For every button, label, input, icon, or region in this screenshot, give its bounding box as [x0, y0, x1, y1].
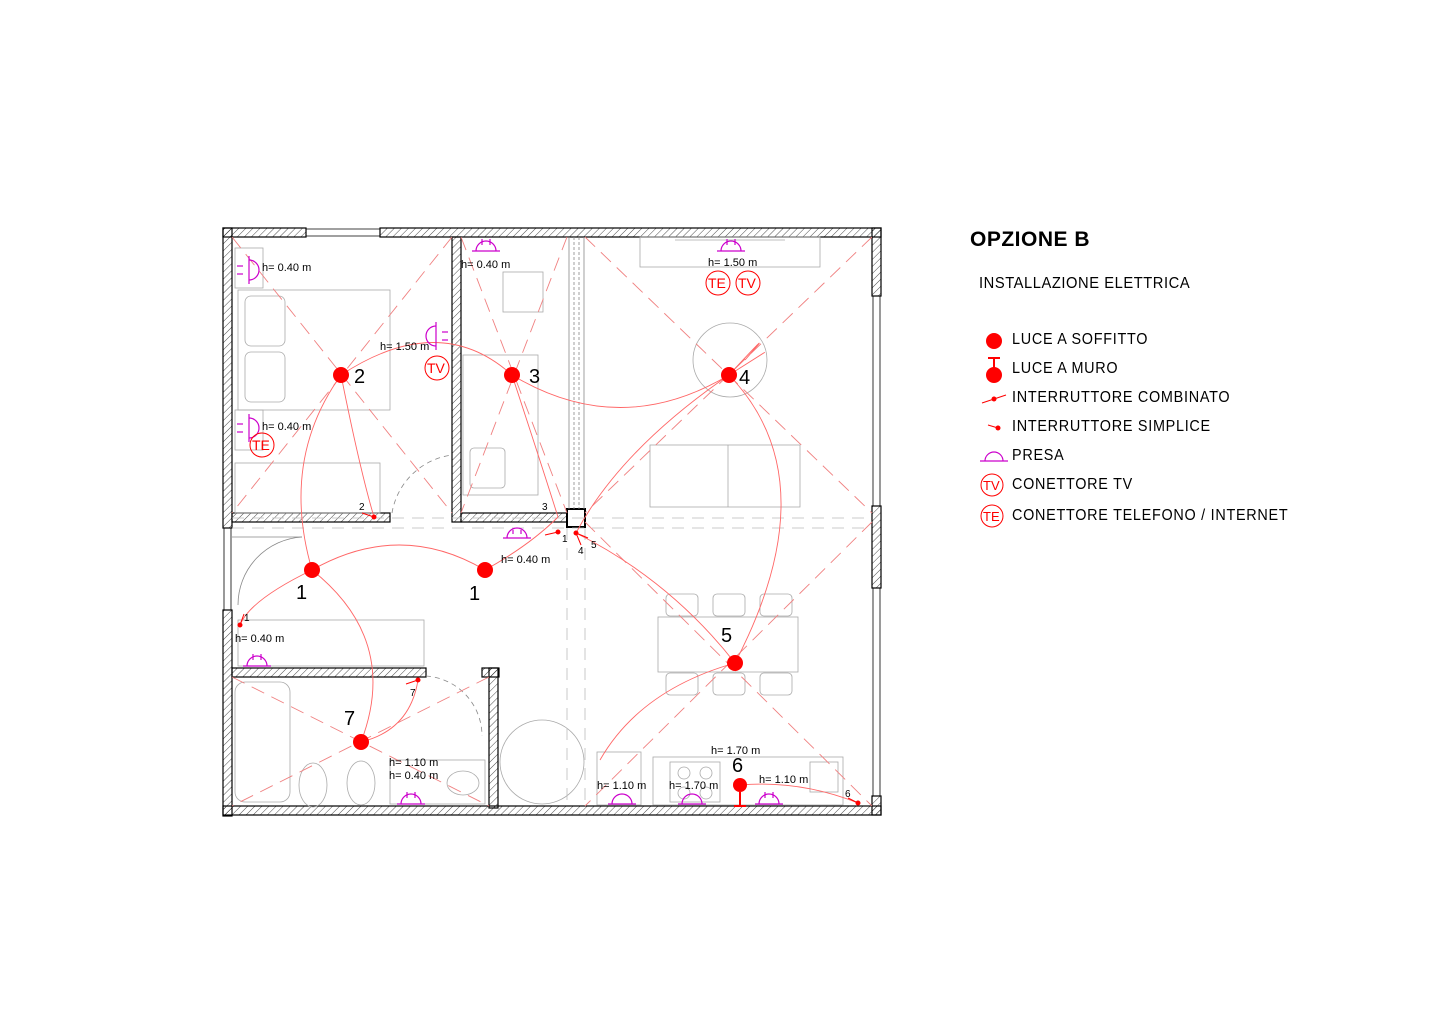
ceiling-light-icon: [978, 327, 1012, 353]
light-label: 4: [739, 367, 750, 389]
svg-text:TV: TV: [983, 478, 1000, 493]
light-label: 2: [354, 366, 365, 388]
height-label: h= 1.10 m: [597, 780, 646, 792]
height-label: h= 0.40 m: [461, 259, 510, 271]
wall-light-icon: [978, 356, 1012, 383]
light-label: 5: [721, 625, 732, 647]
phone-connector-icon: TE: [978, 503, 1012, 529]
page-subtitle: INSTALLAZIONE ELETTRICA: [979, 275, 1191, 292]
phone-connector-icon: TE: [252, 437, 270, 453]
height-label: h= 1.10 m: [389, 757, 438, 769]
light-label: 1: [469, 583, 480, 605]
light-3: [504, 367, 520, 383]
grid-lines: [232, 517, 872, 806]
switch-label: 4: [578, 546, 584, 557]
legend-label: INTERRUTTORE COMBINATO: [1012, 389, 1231, 406]
page-title: OPZIONE B: [970, 228, 1091, 251]
sockets: [237, 239, 783, 805]
height-label: h= 0.40 m: [389, 770, 438, 782]
doors: [232, 454, 483, 737]
windows: [223, 228, 881, 796]
switch-labels: 1 1 2 3 4 5 6 7: [244, 502, 851, 800]
light-label: 1: [296, 582, 307, 604]
height-label: h= 1.70 m: [711, 745, 760, 757]
socket-icon: [978, 443, 1012, 469]
light-labels: 2 3 4 1 1 5 7 6: [296, 366, 750, 777]
light-label: 6: [732, 755, 743, 777]
legend-item-simple-switch: INTERRUTTORE SIMPLICE: [978, 414, 1233, 440]
legend-label: CONETTORE TV: [1012, 476, 1133, 493]
legend-label: LUCE A MURO: [1012, 360, 1119, 377]
switch-label: 1: [244, 613, 250, 624]
tv-connector-icon: TV: [738, 275, 757, 291]
light-label: 3: [529, 366, 540, 388]
light-5: [727, 655, 743, 671]
legend-label: LUCE A SOFFITTO: [1012, 331, 1149, 348]
legend-item-wall-light: LUCE A MURO: [978, 356, 1130, 383]
height-label: h= 1.10 m: [759, 774, 808, 786]
height-label: h= 0.40 m: [235, 633, 284, 645]
switch-label: 2: [359, 502, 365, 513]
light-4: [721, 367, 737, 383]
light-1b: [477, 562, 493, 578]
combined-switch-icon: [978, 385, 1012, 411]
light-7: [353, 734, 369, 750]
light-label: 7: [344, 708, 355, 730]
switch-label: 1: [562, 534, 568, 545]
height-label: h= 1.70 m: [669, 780, 718, 792]
legend-item-ceiling-light: LUCE A SOFFITTO: [978, 327, 1163, 353]
legend-item-phone-connector: TE CONETTORE TELEFONO / INTERNET: [978, 503, 1319, 529]
connectors: TV TE TE TV: [249, 270, 761, 458]
ceiling-lights: [304, 367, 743, 750]
height-label: h= 0.40 m: [501, 554, 550, 566]
wall-light-6: [733, 778, 747, 807]
simple-switch-icon: [978, 414, 1012, 440]
legend-item-tv-connector: TV CONETTORE TV: [978, 472, 1146, 498]
light-1a: [304, 562, 320, 578]
light-2: [333, 367, 349, 383]
height-label: h= 1.50 m: [380, 341, 429, 353]
legend-label: INTERRUTTORE SIMPLICE: [1012, 418, 1211, 435]
height-label: h= 0.40 m: [262, 262, 311, 274]
legend-item-combined-switch: INTERRUTTORE COMBINATO: [978, 385, 1255, 411]
switch-label: 5: [591, 540, 597, 551]
tv-connector-icon: TV: [427, 360, 446, 376]
height-labels: h= 0.40 m h= 1.50 m h= 0.40 m h= 0.40 m …: [235, 257, 808, 792]
svg-text:TE: TE: [983, 509, 1000, 524]
wiring: [239, 342, 859, 804]
switch-label: 6: [845, 789, 851, 800]
switch-label: 3: [542, 502, 548, 513]
legend-item-socket: PRESA: [978, 443, 1070, 469]
walls: [222, 227, 882, 817]
switches: [237, 512, 861, 806]
legend-label: PRESA: [1012, 447, 1065, 464]
height-label: h= 0.40 m: [262, 421, 311, 433]
tv-connector-icon: TV: [978, 472, 1012, 498]
phone-connector-icon: TE: [708, 275, 726, 291]
height-label: h= 1.50 m: [708, 257, 757, 269]
legend-label: CONETTORE TELEFONO / INTERNET: [1012, 507, 1289, 524]
switch-label: 7: [410, 688, 416, 699]
